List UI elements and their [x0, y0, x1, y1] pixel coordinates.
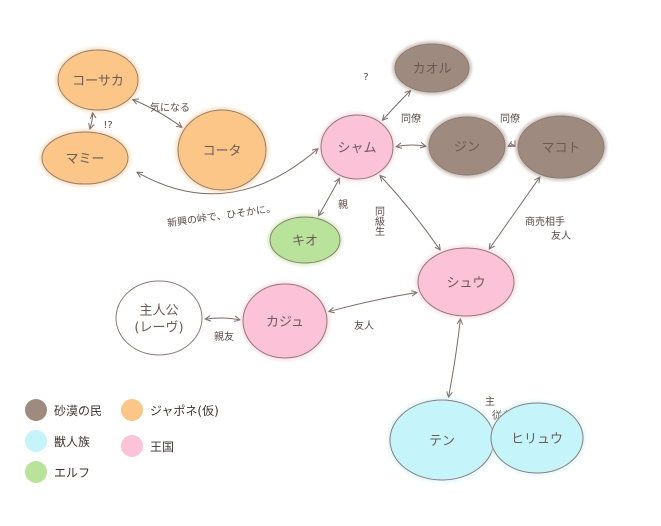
edge-label-text: 新興の峠で、ひそかに。	[166, 201, 276, 229]
edge-sham-shuu	[380, 175, 440, 250]
node-kosaka: コーサカ	[55, 47, 141, 113]
node-label: コーサカ	[72, 74, 124, 89]
edge-label-hero-kaju: 親友	[214, 330, 234, 343]
node-label: コータ	[202, 144, 241, 159]
legend-swatch	[121, 435, 143, 457]
legend-label: 砂漠の民	[54, 404, 102, 418]
edge-label-sham-mami: 新興の峠で、ひそかに。	[166, 201, 276, 229]
node-label: 主人公	[139, 304, 178, 319]
legend-label: 獣人族	[54, 435, 90, 449]
node-circle	[269, 216, 341, 264]
edge-hero-kaju	[205, 318, 240, 320]
edge-sham-jin	[396, 145, 426, 147]
edge-label-text: 友人	[551, 229, 571, 242]
node-label: マコト	[541, 141, 580, 156]
edge-label-text: 親	[336, 198, 348, 210]
node-circle	[57, 49, 139, 111]
node-label: ジン	[454, 140, 480, 155]
legend-label: エルフ	[54, 466, 90, 480]
edge-label-text: 同級生	[373, 206, 385, 236]
node-kota: コータ	[175, 107, 269, 193]
node-circle	[320, 114, 394, 180]
node-ten: テン	[387, 397, 497, 483]
edge-kosaka-kota	[133, 100, 182, 128]
node-hero: 主人公(レーヴ)	[113, 278, 205, 358]
node-circle	[417, 247, 515, 317]
node-label: カオル	[412, 62, 451, 77]
node-label: シャム	[337, 141, 376, 156]
legend-label: ジャポネ(仮)	[150, 404, 219, 418]
edge-label-kosaka-kota: 気になる	[150, 101, 190, 114]
edge-makoto-shuu	[489, 177, 540, 249]
edge-kaju-shuu	[329, 293, 417, 312]
node-circle	[177, 109, 267, 191]
edge-label-text: 気になる	[150, 101, 190, 114]
node-kaoru: カオル	[392, 41, 472, 95]
node-circle	[394, 43, 470, 93]
legend-swatch	[25, 461, 47, 483]
edge-label-text: 同僚	[401, 112, 421, 125]
legend-item-desert: 砂漠の民	[25, 399, 102, 421]
legend-item-japone: ジャポネ(仮)	[121, 399, 219, 421]
legend-item-kingdom: 王国	[121, 435, 174, 457]
nodes-layer: コーサカマミーコータカオルシャムジンマコトキオシュウ主人公(レーヴ)カジュテンヒ…	[39, 41, 607, 483]
node-kaju: カジュ	[240, 281, 330, 361]
legend-swatch	[25, 430, 47, 452]
node-label: キオ	[292, 234, 318, 249]
edge-kaoru-sham	[382, 91, 410, 121]
edge-label-text: 親友	[214, 330, 234, 343]
edge-label-text: 主	[485, 396, 495, 408]
edge-label-sham-kio: 親	[336, 198, 348, 210]
node-label: カジュ	[266, 315, 304, 330]
legend-swatch	[121, 399, 143, 421]
edge-label-text: 商売相手	[525, 215, 565, 228]
legend-item-elf: エルフ	[25, 461, 90, 483]
node-label: シュウ	[446, 276, 485, 291]
edge-label-text: 友人	[354, 319, 374, 332]
edge-sham-kio	[319, 178, 340, 216]
edge-kosaka-mami	[90, 113, 93, 129]
node-label: ヒリュウ	[511, 432, 563, 447]
node-circle	[490, 402, 584, 474]
node-circle	[428, 116, 506, 176]
node-hiryuu: ヒリュウ	[488, 400, 586, 476]
node-circle	[41, 131, 129, 185]
node-label: テン	[429, 434, 455, 449]
node-makoto: マコト	[515, 113, 607, 181]
legend-label: 王国	[150, 440, 174, 454]
legend-item-beast: 獣人族	[25, 430, 90, 452]
node-kio: キオ	[267, 214, 343, 266]
edge-label-sham-jin: 同僚	[401, 112, 421, 125]
edge-shuu-ten	[448, 319, 460, 398]
legend-swatch	[25, 399, 47, 421]
edge-label-kaju-shuu: 友人	[354, 319, 374, 332]
node-label: (レーヴ)	[134, 320, 183, 336]
node-circle	[517, 115, 605, 179]
node-circle	[115, 280, 203, 356]
node-sham: シャム	[318, 112, 396, 182]
edge-label-kaoru-sham: ?	[363, 72, 368, 83]
node-mami: マミー	[39, 129, 131, 187]
edge-label-text: ?	[363, 72, 368, 83]
node-circle	[242, 283, 328, 359]
edge-label-kosaka-mami: !?	[103, 120, 112, 131]
node-shuu: シュウ	[415, 245, 517, 319]
edge-jin-makoto	[508, 145, 515, 147]
node-jin: ジン	[426, 114, 508, 178]
edge-label-text: 同僚	[500, 112, 520, 125]
node-label: マミー	[65, 152, 104, 167]
edge-label-text: !?	[103, 120, 112, 131]
edge-label-sham-shuu: 同級生	[373, 206, 385, 236]
edge-label-jin-makoto: 同僚	[500, 112, 520, 125]
